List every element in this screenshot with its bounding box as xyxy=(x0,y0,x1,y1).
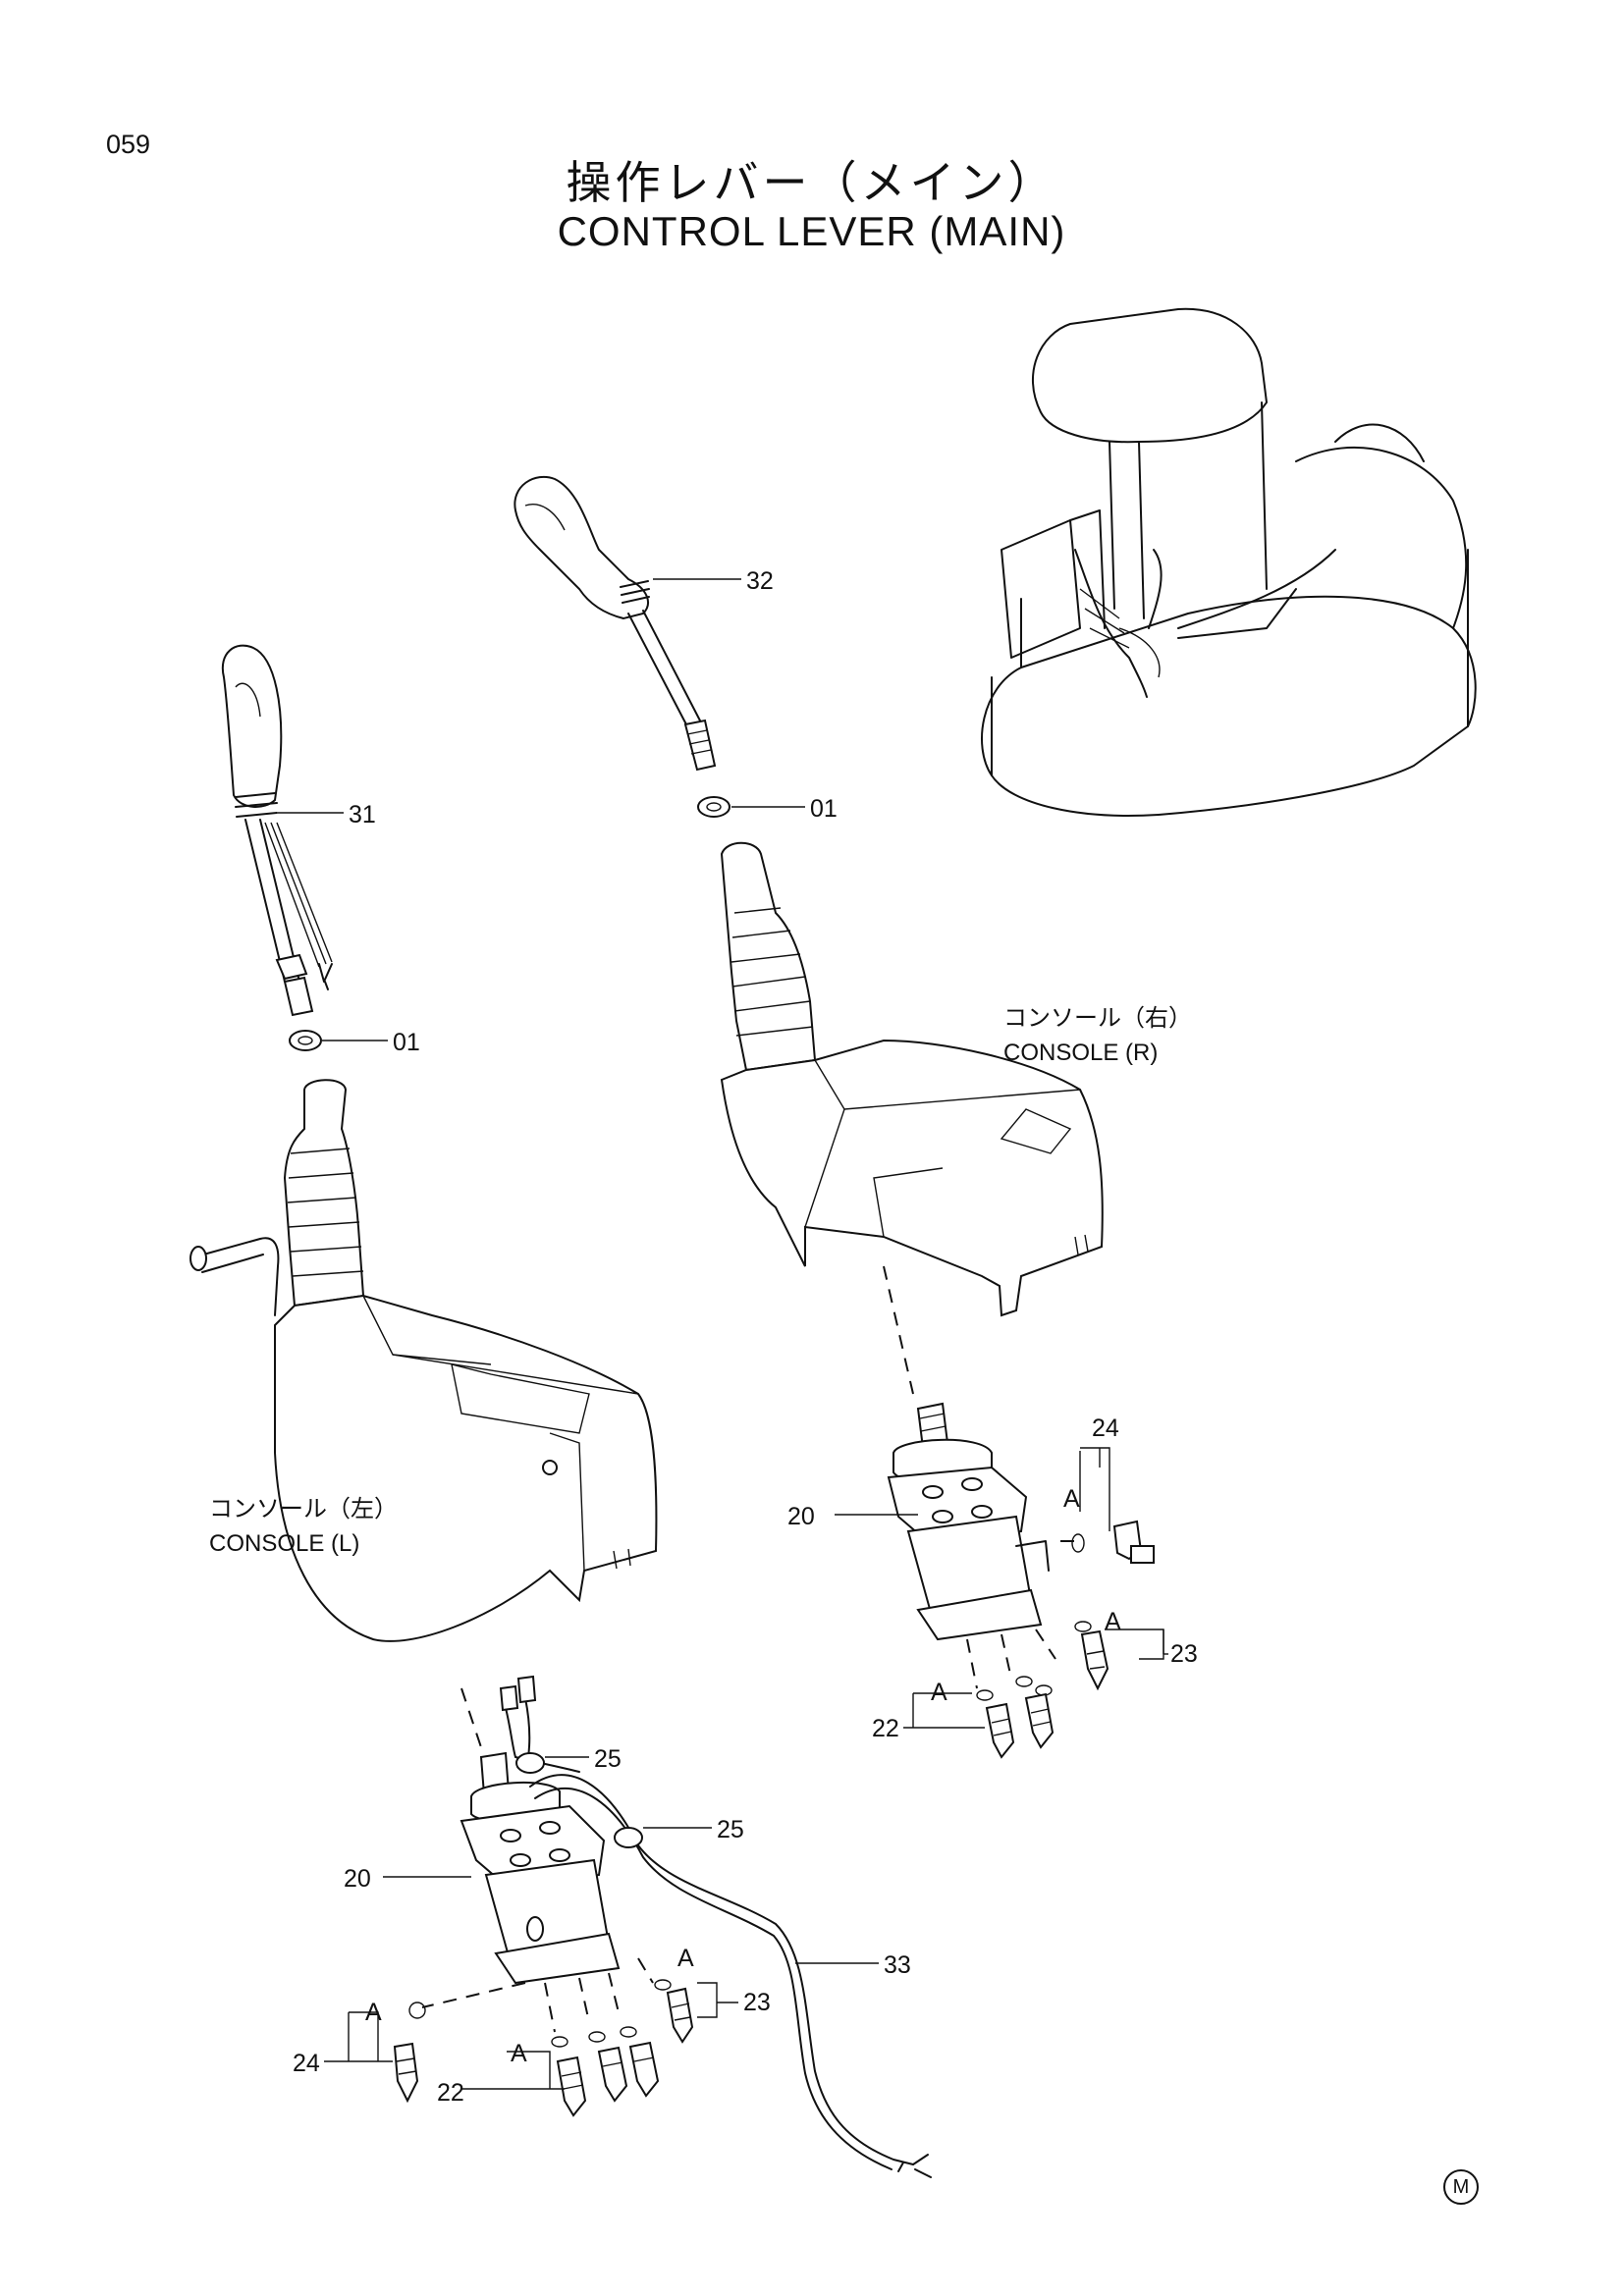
callout-25-lower: 25 xyxy=(717,1816,744,1843)
clamp-25-lower xyxy=(614,1827,643,1848)
detail-marker-a-4: A xyxy=(677,1945,694,1972)
console-right-label-en: CONSOLE (R) xyxy=(1003,1040,1158,1066)
detail-marker-a-6: A xyxy=(365,1999,382,2026)
right-fittings xyxy=(976,1520,1155,1759)
callout-31: 31 xyxy=(349,801,376,828)
clamp-25-upper xyxy=(515,1752,545,1774)
left-console-illustration xyxy=(189,1079,658,1642)
title-japanese: 操作レバー（メイン） xyxy=(566,156,1057,209)
callout-33: 33 xyxy=(884,1951,911,1979)
wire-harness-33 xyxy=(529,1774,914,2165)
detail-marker-a-3: A xyxy=(931,1679,947,1706)
console-left-label-jp: コンソール（左） xyxy=(209,1495,398,1522)
callout-23-right: 23 xyxy=(1170,1640,1198,1668)
callout-20-right: 20 xyxy=(787,1503,815,1530)
callout-23-left: 23 xyxy=(743,1989,771,2016)
left-lever-grip xyxy=(221,644,333,1017)
nut-01-right xyxy=(697,796,730,818)
page-number: 059 xyxy=(106,130,151,159)
detail-marker-a-2: A xyxy=(1105,1608,1121,1635)
callout-22-left: 22 xyxy=(437,2079,464,2107)
nut-01-left xyxy=(289,1030,322,1051)
callout-25-upper: 25 xyxy=(594,1745,622,1773)
right-pilot-valve xyxy=(883,1265,1080,1689)
right-lever-grip xyxy=(514,475,717,772)
callout-32: 32 xyxy=(746,567,774,595)
detail-marker-a-1: A xyxy=(1063,1485,1080,1513)
callout-24-right: 24 xyxy=(1092,1415,1119,1442)
callout-01-left: 01 xyxy=(393,1029,420,1056)
callout-01-right: 01 xyxy=(810,795,838,823)
console-left-label-en: CONSOLE (L) xyxy=(209,1530,359,1557)
leader-lines xyxy=(278,578,1168,2090)
callout-22-right: 22 xyxy=(872,1715,899,1742)
left-pilot-valve xyxy=(421,1675,654,2033)
footer-mark: M xyxy=(1443,2169,1479,2205)
callout-24-left: 24 xyxy=(293,2050,320,2077)
machine-overview-illustration xyxy=(981,307,1477,817)
title-english: CONTROL LEVER (MAIN) xyxy=(557,208,1066,254)
callout-20-left: 20 xyxy=(344,1865,371,1893)
detail-marker-a-5: A xyxy=(511,2040,527,2067)
right-console-illustration xyxy=(720,841,1104,1317)
console-right-label-jp: コンソール（右） xyxy=(1003,1004,1192,1032)
left-fittings xyxy=(393,1979,694,2117)
